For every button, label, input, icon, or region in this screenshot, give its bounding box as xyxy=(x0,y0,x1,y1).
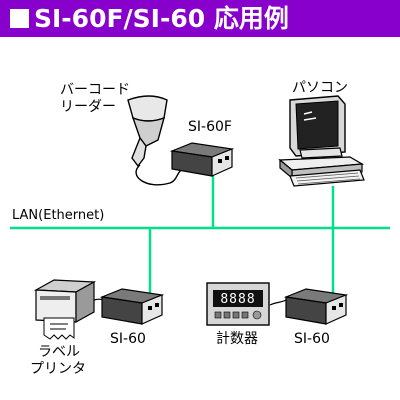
pc-label: パソコン xyxy=(292,80,348,96)
counter-cable xyxy=(269,299,287,306)
lan-label: LAN(Ethernet) xyxy=(12,208,105,223)
si60-right-box-icon xyxy=(283,288,349,325)
white-square-icon xyxy=(10,9,29,28)
lan-lines xyxy=(10,176,390,295)
computer-icon xyxy=(278,95,365,187)
label-printer-icon xyxy=(33,279,109,340)
si60f-box-icon xyxy=(169,142,235,177)
counter-label: 計数器 xyxy=(216,331,258,347)
header-bar: SI-60F/SI-60 応用例 xyxy=(0,0,400,37)
si60-right-label: SI-60 xyxy=(294,331,330,347)
page-title: SI-60F/SI-60 応用例 xyxy=(34,4,289,33)
si60-left-box-icon xyxy=(99,288,165,325)
barcode-reader-icon xyxy=(127,95,185,186)
counter-display: 8888 xyxy=(220,292,255,307)
barcode-reader-label-2: リーダー xyxy=(60,99,116,115)
si60f-label: SI-60F xyxy=(188,119,232,135)
counter-icon: 8888 xyxy=(206,282,270,326)
si60-left-label: SI-60 xyxy=(110,331,146,347)
label-printer-label-1: ラベル xyxy=(38,344,80,360)
barcode-reader-label-1: バーコード xyxy=(60,82,130,98)
label-printer-label-2: プリンタ xyxy=(30,361,86,377)
